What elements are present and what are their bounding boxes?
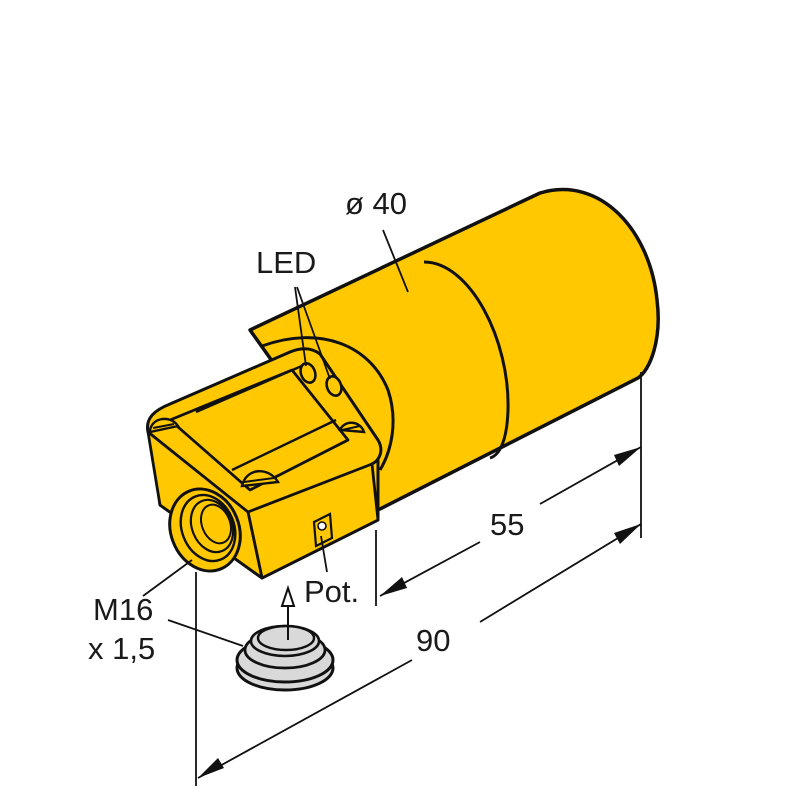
length-55-label: 55 xyxy=(490,507,524,542)
led-icon xyxy=(299,362,317,384)
thread-label-line1: M16 xyxy=(93,592,153,627)
potentiometer-label: Pot. xyxy=(304,574,359,609)
thread-label-line2: x 1,5 xyxy=(88,631,155,666)
dimension-arrows xyxy=(198,447,641,778)
length-90-label: 90 xyxy=(416,623,450,658)
led-label: LED xyxy=(256,245,316,280)
screw-icon xyxy=(240,470,281,488)
diameter-label: ø 40 xyxy=(345,186,407,221)
screw-icon xyxy=(338,421,366,434)
thread-opening-icon xyxy=(168,487,242,573)
led-icon xyxy=(325,375,343,397)
led-indicators xyxy=(299,362,343,397)
leader-lines xyxy=(142,229,409,647)
closure-cap xyxy=(235,584,335,692)
potentiometer-icon xyxy=(312,512,334,548)
screw-icon xyxy=(148,417,180,434)
